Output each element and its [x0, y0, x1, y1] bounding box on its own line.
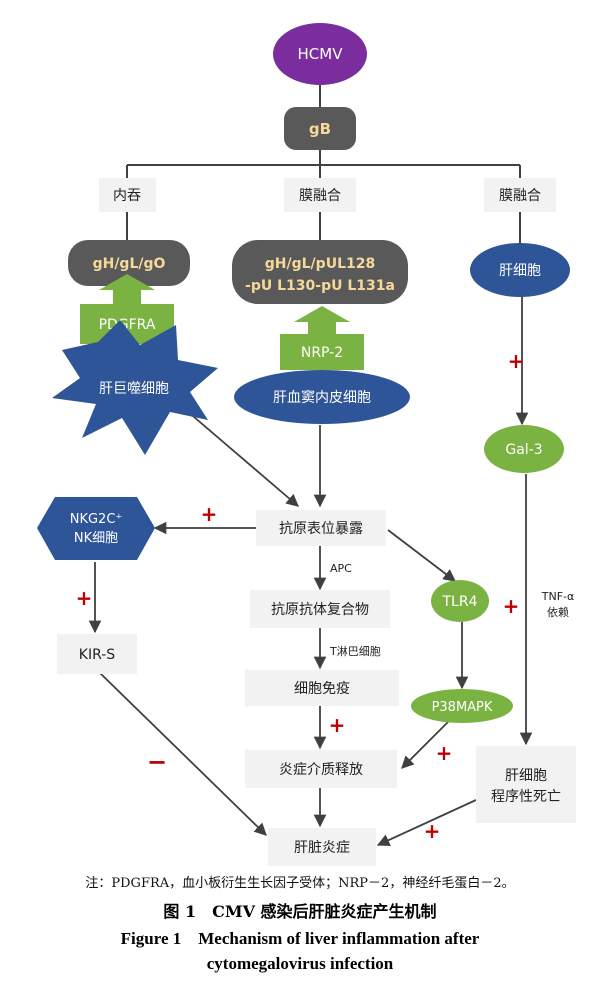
apoptosis-to-liver-arrow: [376, 799, 477, 846]
tnf-alpha-line2: 依赖: [547, 606, 569, 619]
node-hepatocyte-apoptosis: 肝细胞 程序性死亡: [476, 746, 576, 823]
connectors: [126, 85, 521, 244]
hcmv-label: HCMV: [298, 45, 344, 63]
membrane-fusion-mid-label: 膜融合: [299, 188, 341, 204]
node-liver-inflammation: 肝脏炎症: [268, 828, 376, 866]
mechanism-diagram: HCMV gB 内吞 膜融合 膜融合 gH/gL/gO gH/gL/pUL128…: [37, 23, 576, 866]
node-inflammatory-release: 炎症介质释放: [245, 750, 397, 788]
hepatocyte-apoptosis-line1: 肝细胞: [505, 768, 547, 784]
node-cell-immunity: 细胞免疫: [245, 670, 399, 706]
apc-label: APC: [330, 562, 352, 575]
antigen-to-tlr4-arrow: [387, 529, 457, 582]
node-gb: gB: [284, 107, 356, 150]
nrp2-block-arrow: NRP-2: [280, 306, 364, 370]
signs: + + + + + + + −: [76, 349, 525, 843]
plus-sign: +: [201, 502, 218, 526]
nrp2-label: NRP-2: [301, 345, 343, 361]
kupffer-cell-label: 肝巨噬细胞: [99, 381, 169, 397]
node-gh-gl-pul128: gH/gL/pUL128 -pU L130-pU L131a: [232, 240, 408, 304]
gh-gl-go-label: gH/gL/gO: [93, 256, 166, 272]
hepatocyte-label: 肝细胞: [499, 263, 541, 279]
plus-sign: +: [503, 594, 520, 618]
figure-caption-en-line1: Figure 1 Mechanism of liver inflammation…: [120, 929, 480, 948]
endocytosis-label: 内吞: [113, 188, 141, 204]
node-kupffer-cell: 肝巨噬细胞: [52, 320, 218, 455]
node-antigen-exposure: 抗原表位暴露: [256, 510, 386, 546]
gh-gl-pul128-line2: -pU L130-pU L131a: [245, 278, 395, 294]
t-cell-label: T淋巴细胞: [329, 645, 381, 658]
kir-s-label: KIR-S: [79, 647, 116, 663]
kirs-to-liver-arrow: [99, 672, 267, 836]
nk-cell-line2: NK细胞: [74, 531, 118, 546]
footnote: 注：PDGFRA，血小板衍生生长因子受体；NRP－2，神经纤毛蛋白－2。: [85, 876, 515, 891]
plus-sign: +: [508, 349, 525, 373]
node-endocytosis: 内吞: [99, 178, 156, 212]
antigen-exposure-label: 抗原表位暴露: [279, 521, 363, 537]
node-membrane-fusion-mid: 膜融合: [284, 178, 356, 212]
nk-cell-line1: NKG2C⁺: [70, 512, 123, 527]
arrows: [88, 296, 533, 846]
gh-gl-pul128-line1: gH/gL/pUL128: [265, 256, 375, 272]
p38-to-release-arrow: [401, 721, 449, 769]
p38mapk-label: P38MAPK: [432, 700, 493, 715]
node-nk-cell: NKG2C⁺ NK细胞: [37, 497, 155, 560]
node-tlr4: TLR4: [431, 580, 489, 622]
membrane-fusion-right-label: 膜融合: [499, 188, 541, 204]
liver-inflammation-label: 肝脏炎症: [294, 840, 350, 856]
node-sinusoid-endothelial: 肝血窦内皮细胞: [234, 370, 410, 424]
figure-caption-en-line2: cytomegalovirus infection: [206, 954, 394, 973]
node-membrane-fusion-right: 膜融合: [484, 178, 556, 212]
immune-complex-label: 抗原抗体复合物: [271, 601, 369, 618]
minus-sign: −: [147, 748, 167, 776]
figure-caption-en: Figure 1 Mechanism of liver inflammation…: [0, 926, 600, 976]
tnf-alpha-line1: TNF-α: [541, 590, 575, 603]
node-p38mapk: P38MAPK: [411, 689, 513, 723]
plus-sign: +: [76, 586, 93, 610]
node-hepatocyte: 肝细胞: [470, 243, 570, 297]
gal3-label: Gal-3: [505, 442, 542, 458]
macrophage-to-antigen-arrow: [179, 404, 299, 507]
gb-label: gB: [309, 120, 331, 138]
plus-sign: +: [329, 713, 346, 737]
node-hcmv: HCMV: [273, 23, 367, 85]
inflammatory-release-label: 炎症介质释放: [279, 762, 363, 778]
figure-caption-cn: 图 1 CMV 感染后肝脏炎症产生机制: [163, 902, 437, 921]
hepatocyte-apoptosis-line2: 程序性死亡: [491, 789, 561, 805]
tlr4-label: TLR4: [442, 594, 478, 610]
plus-sign: +: [436, 741, 453, 765]
plus-sign: +: [424, 819, 441, 843]
cell-immunity-label: 细胞免疫: [294, 681, 350, 697]
node-gal3: Gal-3: [484, 425, 564, 473]
node-kir-s: KIR-S: [57, 634, 137, 674]
node-gh-gl-go: gH/gL/gO: [68, 240, 190, 286]
node-immune-complex: 抗原抗体复合物: [250, 590, 390, 628]
sinusoid-endothelial-label: 肝血窦内皮细胞: [273, 390, 371, 406]
